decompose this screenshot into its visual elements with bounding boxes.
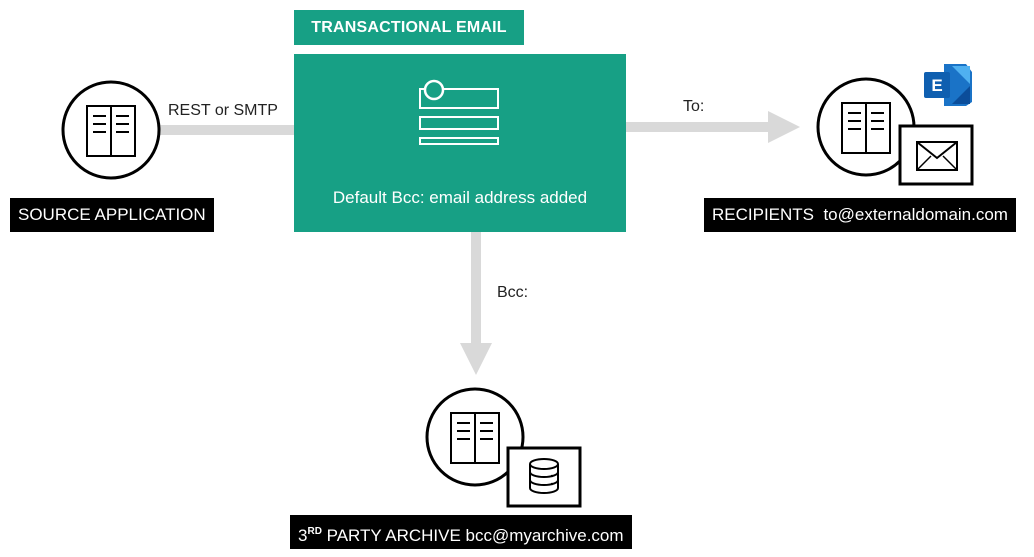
source-application-label: SOURCE APPLICATION xyxy=(10,198,214,232)
recipients-app-icon xyxy=(816,77,916,177)
edge-label-rest-smtp: REST or SMTP xyxy=(168,102,278,119)
database-icon xyxy=(506,446,582,508)
source-app-icon xyxy=(61,80,161,180)
recipients-label: RECIPIENTS to@externaldomain.com xyxy=(704,198,1016,232)
archive-app-icon xyxy=(425,387,525,487)
exchange-logo-icon: E xyxy=(924,64,972,106)
arrowhead-recipients xyxy=(768,111,800,143)
email-template-icon xyxy=(419,79,499,145)
archive-label-superscript: RD xyxy=(307,526,322,537)
edge-label-to: To: xyxy=(683,98,705,115)
exchange-letter: E xyxy=(931,76,942,95)
transactional-email-box: Default Bcc: email address added xyxy=(294,54,626,232)
archive-label-number: 3 xyxy=(298,526,308,545)
default-bcc-note: Default Bcc: email address added xyxy=(332,188,588,207)
archive-label-text: PARTY ARCHIVE bcc@myarchive.com xyxy=(321,526,624,545)
diagram-title: TRANSACTIONAL EMAIL xyxy=(294,10,524,45)
edge-label-bcc: Bcc: xyxy=(497,284,529,301)
arrowhead-archive xyxy=(460,343,492,375)
archive-label: 3RD PARTY ARCHIVE bcc@myarchive.com xyxy=(290,515,632,549)
envelope-icon xyxy=(898,124,974,186)
